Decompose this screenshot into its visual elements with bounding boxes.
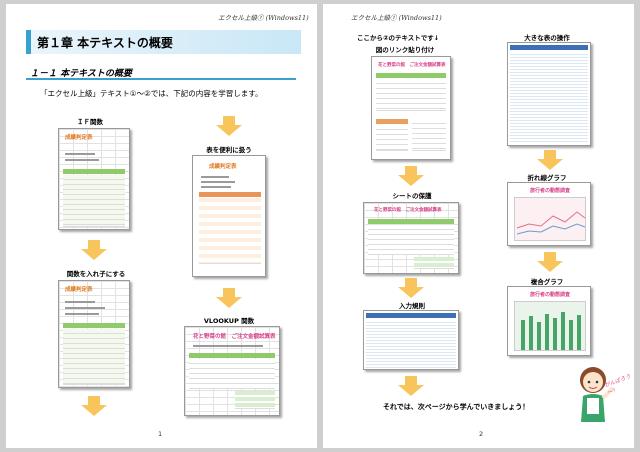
sheet-title: 花と野菜の館 ご注文金額試算表 [374, 208, 442, 213]
nested-function-screenshot: 成績判定表 [58, 280, 130, 388]
sheet-rows [189, 359, 275, 389]
down-arrow-icon [81, 396, 107, 416]
sheet-note [65, 301, 95, 303]
page-number: 2 [479, 430, 484, 438]
sheet-note [201, 181, 235, 183]
sheet-rows [510, 52, 588, 144]
chapter-title: 第１章 本テキストの概要 [37, 36, 173, 50]
sheet-header-row [63, 169, 125, 174]
caption-nest-functions: 関数を入れ子にする [66, 270, 126, 278]
down-arrow-icon [216, 288, 242, 308]
caption-sheet-protection: シートの保護 [392, 192, 432, 200]
lead-text: ここから②のテキストです↓ [357, 34, 440, 42]
sheet-rows [63, 175, 125, 227]
chart-bar [537, 322, 541, 350]
section-underline [26, 78, 296, 80]
sheet-totals [414, 257, 454, 269]
sheet-header-row [510, 45, 588, 50]
sheet-title: 成績判定表 [65, 287, 93, 293]
sheet-totals [235, 391, 275, 409]
caption-vlookup: VLOOKUP 関数 [203, 317, 255, 325]
chart-area [514, 301, 586, 351]
chart-bar [569, 320, 573, 350]
running-header: エクセル上級① (Windows11) [218, 14, 309, 22]
sheet-header-row [199, 192, 261, 197]
sheet-note [65, 153, 95, 155]
caption-data-validation: 入力規則 [399, 302, 425, 310]
sheet-header-row [189, 353, 275, 358]
sheet-rows [376, 125, 408, 151]
sheet-title: 花と野菜の館 ご注文金額試算表 [193, 334, 276, 340]
vlookup-screenshot: 花と野菜の館 ご注文金額試算表 [184, 326, 280, 416]
page-1: エクセル上級① (Windows11) 第１章 本テキストの概要 １－１ 本テキ… [6, 4, 317, 448]
data-validation-screenshot [363, 310, 459, 370]
down-arrow-icon [398, 166, 424, 186]
sheet-note [201, 186, 231, 188]
chart-bar [521, 320, 525, 350]
sheet-note [65, 307, 105, 309]
sheet-title: 成績判定表 [209, 164, 237, 170]
chart-title: 旅行者の動態調査 [530, 188, 571, 194]
sheet-title: 花と野菜の館 ご注文金額試算表 [378, 63, 446, 68]
mascot-girl-illustration [571, 364, 617, 422]
down-arrow-icon [537, 150, 563, 170]
sheet-note [65, 313, 99, 315]
chart-bar [529, 316, 533, 350]
caption-combo-chart: 複合グラフ [530, 278, 564, 286]
caption-table-handling: 表を便利に扱う [206, 146, 252, 154]
sheet-header-row [376, 73, 446, 78]
chapter-title-bar: 第１章 本テキストの概要 [26, 30, 301, 54]
chart-bar [561, 312, 565, 350]
down-arrow-icon [398, 278, 424, 298]
page-2: エクセル上級① (Windows11) ここから②のテキストです↓ 図のリンク貼… [323, 4, 634, 448]
large-table-screenshot [507, 42, 591, 146]
sheet-note [201, 176, 229, 178]
chart-bar [553, 318, 557, 350]
sheet-rows [368, 225, 454, 255]
chart-bar [545, 314, 549, 350]
if-function-screenshot: 成績判定表 [58, 128, 130, 230]
line-chart-screenshot: 旅行者の動態調査 [507, 182, 591, 246]
sheet-note [65, 159, 99, 161]
page-number: 1 [158, 430, 163, 438]
sheet-rows [366, 320, 456, 368]
combo-chart-screenshot: 旅行者の動態調査 [507, 286, 591, 356]
chart-bar [577, 315, 581, 350]
sheet-header-row [368, 219, 454, 224]
intro-text: 「エクセル上級」テキスト①～②では、下記の内容を学習します。 [40, 89, 263, 98]
down-arrow-icon [216, 116, 242, 136]
sheet-rows [376, 79, 446, 111]
sheet-header-row [376, 119, 408, 124]
down-arrow-icon [398, 376, 424, 396]
caption-link-paste: 図のリンク貼り付け [375, 46, 435, 54]
running-header: エクセル上級① (Windows11) [351, 14, 442, 22]
caption-large-table: 大きな表の操作 [524, 34, 570, 42]
sheet-rows [63, 329, 125, 385]
sheet-protection-screenshot: 花と野菜の館 ご注文金額試算表 [363, 202, 459, 274]
section-title: １－１ 本テキストの概要 [30, 69, 132, 79]
table-screenshot: 成績判定表 [192, 155, 266, 277]
line-series-graphic [516, 211, 586, 235]
closing-text: それでは、次ページから学んでいきましょう！ [383, 403, 530, 411]
sheet-rows [199, 198, 261, 264]
sheet-rows [412, 119, 446, 151]
sheet-note [193, 345, 263, 347]
caption-if-function: ＩＦ関数 [77, 118, 103, 126]
sheet-title: 成績判定表 [65, 135, 93, 141]
chart-area [514, 197, 586, 241]
down-arrow-icon [81, 240, 107, 260]
chart-title: 旅行者の動態調査 [530, 292, 571, 298]
caption-line-chart: 折れ線グラフ [527, 174, 567, 182]
sheet-header-row [63, 323, 125, 328]
link-paste-screenshot: 花と野菜の館 ご注文金額試算表 [371, 56, 451, 160]
down-arrow-icon [537, 252, 563, 272]
sheet-header-row [366, 313, 456, 318]
